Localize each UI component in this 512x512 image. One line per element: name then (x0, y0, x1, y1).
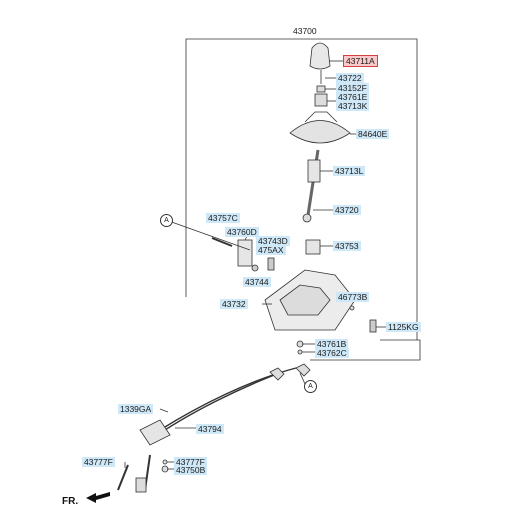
label-1339ga: 1339GA (118, 404, 154, 414)
cable-end-left (117, 464, 129, 491)
label-43744: 43744 (243, 277, 271, 287)
label-43713l: 43713L (333, 166, 366, 176)
assembly-bracket-line (185, 38, 418, 340)
label-43732: 43732 (220, 299, 248, 309)
label-43700: 43700 (293, 26, 317, 36)
shift-boot-part (289, 120, 351, 144)
pin-43762c-part (297, 349, 303, 355)
label-43750b: 43750B (174, 465, 208, 475)
shift-knob-part (309, 42, 331, 70)
label-46773b: 46773B (336, 292, 370, 302)
label-43777f-right: 43777F (174, 457, 207, 467)
label-475ax: 475AX (256, 245, 286, 255)
label-43761e: 43761E (336, 92, 370, 102)
label-43753: 43753 (333, 241, 361, 251)
lever-bush-43753-part (305, 239, 321, 255)
callout-a-bottom: A (304, 380, 317, 393)
label-43722: 43722 (336, 73, 364, 83)
front-direction-label: FR. (62, 496, 79, 507)
lever-ball-part (302, 213, 312, 223)
label-43761b: 43761B (315, 339, 349, 349)
front-direction-arrow (86, 492, 110, 503)
clip-46773b-part (349, 305, 355, 311)
label-1125kg: 1125KG (386, 322, 421, 332)
knob-pin-part (316, 85, 326, 93)
callout-a-top: A (160, 214, 173, 227)
label-43152f: 43152F (336, 83, 369, 93)
label-84640e: 84640E (356, 129, 390, 139)
label-43757c: 43757C (206, 213, 240, 223)
label-43720: 43720 (333, 205, 361, 215)
bolt-1125kg-part (369, 319, 377, 333)
clip-43744-part (251, 264, 259, 272)
lever-bushing-part (307, 159, 321, 183)
bolt-43757c-part (211, 237, 233, 247)
knob-sleeve-part (314, 93, 328, 107)
bracket-43760d-part (237, 239, 253, 267)
cable-end-bracket (139, 419, 171, 446)
bolt-475ax-part (267, 257, 275, 271)
label-43762c: 43762C (315, 348, 349, 358)
label-43777f-left: 43777F (82, 457, 115, 467)
bracket-1125kg-line (310, 339, 421, 361)
label-43760d: 43760D (225, 227, 259, 237)
label-43794: 43794 (196, 424, 224, 434)
label-43713k: 43713K (336, 101, 370, 111)
label-43711a: 43711A (343, 55, 378, 67)
label-43743d: 43743D (256, 236, 290, 246)
